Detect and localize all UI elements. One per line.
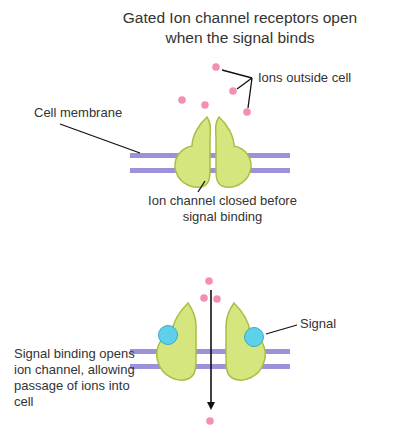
ion — [206, 417, 214, 425]
ion — [200, 294, 208, 302]
ion — [229, 87, 237, 95]
leader-line — [266, 325, 297, 334]
ion — [243, 108, 251, 116]
callout-label: Ions outside cell — [258, 70, 388, 86]
signal-molecule — [159, 326, 178, 345]
ion — [205, 277, 213, 285]
callout-label: Signal binding opens ion channel, allowi… — [14, 346, 144, 410]
flow-arrow — [210, 290, 212, 408]
ion — [201, 101, 209, 109]
callout-label: Cell membrane — [34, 105, 144, 121]
callout-label: Signal — [300, 316, 380, 332]
channel-subunit — [157, 303, 196, 380]
ion-group — [178, 63, 251, 116]
channel-subunit — [226, 303, 265, 380]
leader-line — [222, 70, 252, 108]
channel-subunit — [175, 117, 210, 187]
membrane-line — [130, 364, 290, 369]
ion — [178, 96, 186, 104]
ion-group — [200, 277, 221, 425]
leader-line — [60, 124, 140, 153]
channel-subunit — [216, 117, 251, 187]
diagram-title: Gated Ion channel receptors open when th… — [120, 8, 360, 48]
callout-label: Ion channel closed before signal binding — [140, 193, 305, 225]
signal-molecule — [245, 328, 264, 347]
leader-line — [198, 181, 205, 192]
closed-channel — [175, 117, 251, 187]
ion — [212, 63, 220, 71]
ion — [213, 295, 221, 303]
